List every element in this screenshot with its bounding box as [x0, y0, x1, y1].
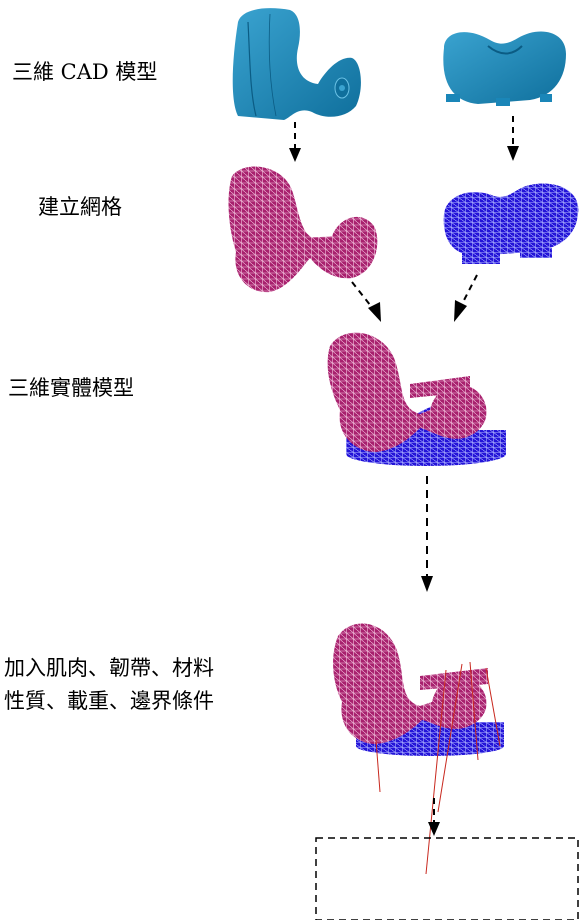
arrow-mesh-to-solid-left [352, 282, 381, 322]
solid-knee-assembly-icon [328, 333, 506, 466]
arrow-cad-to-mesh-left [289, 122, 301, 162]
loaded-knee-model-icon [333, 624, 504, 875]
arrow-solid-to-loads [421, 476, 433, 592]
arrow-cad-to-mesh-right [507, 116, 519, 161]
mesh-femoral-component-icon [229, 167, 378, 293]
mesh-tibial-insert-icon [444, 184, 579, 264]
cad-tibial-insert-icon [443, 31, 566, 106]
arrow-mesh-to-solid-right [454, 275, 477, 322]
cad-femoral-component-icon [233, 8, 361, 120]
next-step-dashed-box [316, 838, 578, 920]
